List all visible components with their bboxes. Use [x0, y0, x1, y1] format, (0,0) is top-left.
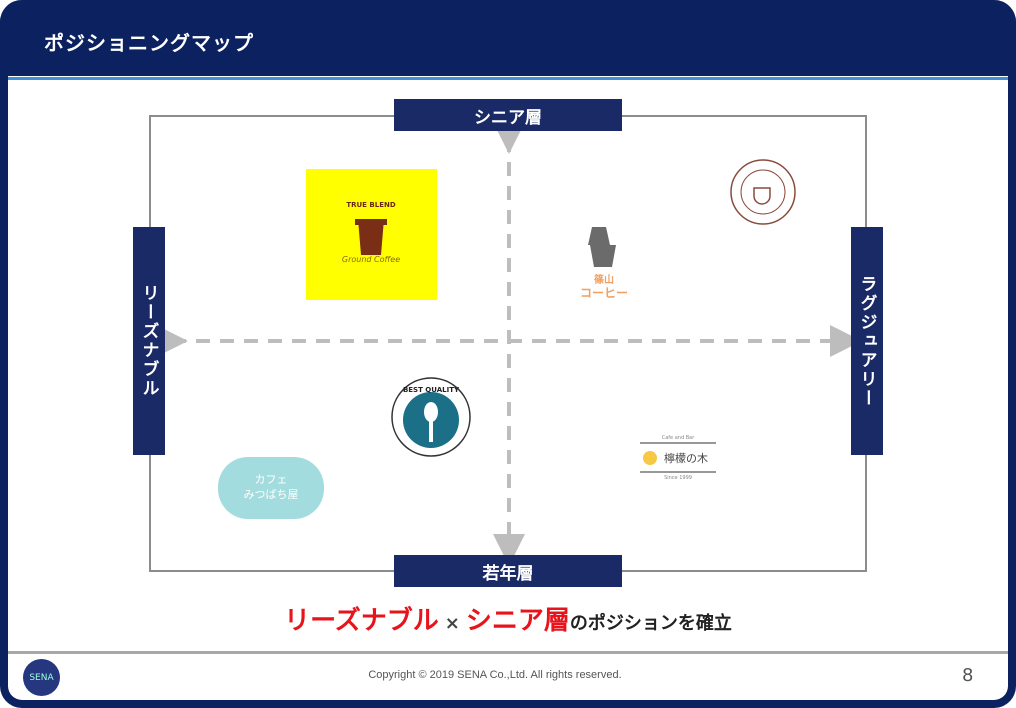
svg-text:みつばち屋: みつばち屋: [244, 488, 299, 501]
svg-text:Since 1999: Since 1999: [664, 475, 692, 480]
svg-text:コーヒー: コーヒー: [580, 286, 628, 300]
svg-text:カフェ: カフェ: [255, 473, 288, 486]
house-of-coffee-logo: [724, 158, 802, 228]
svg-text:Cafe and Bar: Cafe and Bar: [662, 435, 695, 441]
sena-logo: SENA: [23, 659, 60, 696]
axis-label-reasonable: リーズナブル: [133, 227, 165, 455]
caption-times: ×: [444, 613, 460, 634]
svg-text:篠山: 篠山: [594, 273, 614, 286]
axis-label-senior: シニア層: [394, 99, 622, 131]
svg-text:檸檬の木: 檸檬の木: [664, 451, 708, 465]
footer-divider: [8, 651, 1008, 654]
copyright: Copyright © 2019 SENA Co.,Ltd. All right…: [368, 669, 622, 681]
page-number: 8: [962, 665, 974, 686]
svg-text:TRUE BLEND: TRUE BLEND: [346, 201, 396, 209]
header-divider: [8, 77, 1008, 80]
lemon-tree-logo: Cafe and Bar 檸檬の木 Since 1999: [638, 432, 718, 480]
caption-senior: シニア層: [465, 606, 570, 636]
axis-label-young: 若年層: [394, 555, 622, 587]
caption-rest: のポジションを確立: [569, 613, 732, 634]
caption-reasonable: リーズナブル: [284, 606, 439, 636]
axis-label-luxury: ラグジュアリー: [851, 227, 883, 455]
slide-title: ポジショニングマップ: [44, 31, 254, 55]
true-blend-logo: TRUE BLEND Ground Coffee: [306, 169, 437, 300]
header-bar: ポジショニングマップ: [0, 0, 1016, 76]
best-quality-logo: BEST QUALITY: [390, 376, 472, 458]
mitsubachiya-logo: カフェみつばち屋: [218, 457, 324, 519]
svg-text:BEST QUALITY: BEST QUALITY: [403, 386, 460, 394]
svg-text:Ground Coffee: Ground Coffee: [342, 255, 400, 264]
conclusion-caption: リーズナブル×シニア層のポジションを確立: [0, 600, 1016, 637]
sasayama-coffee-logo: 篠山コーヒー: [572, 225, 636, 305]
